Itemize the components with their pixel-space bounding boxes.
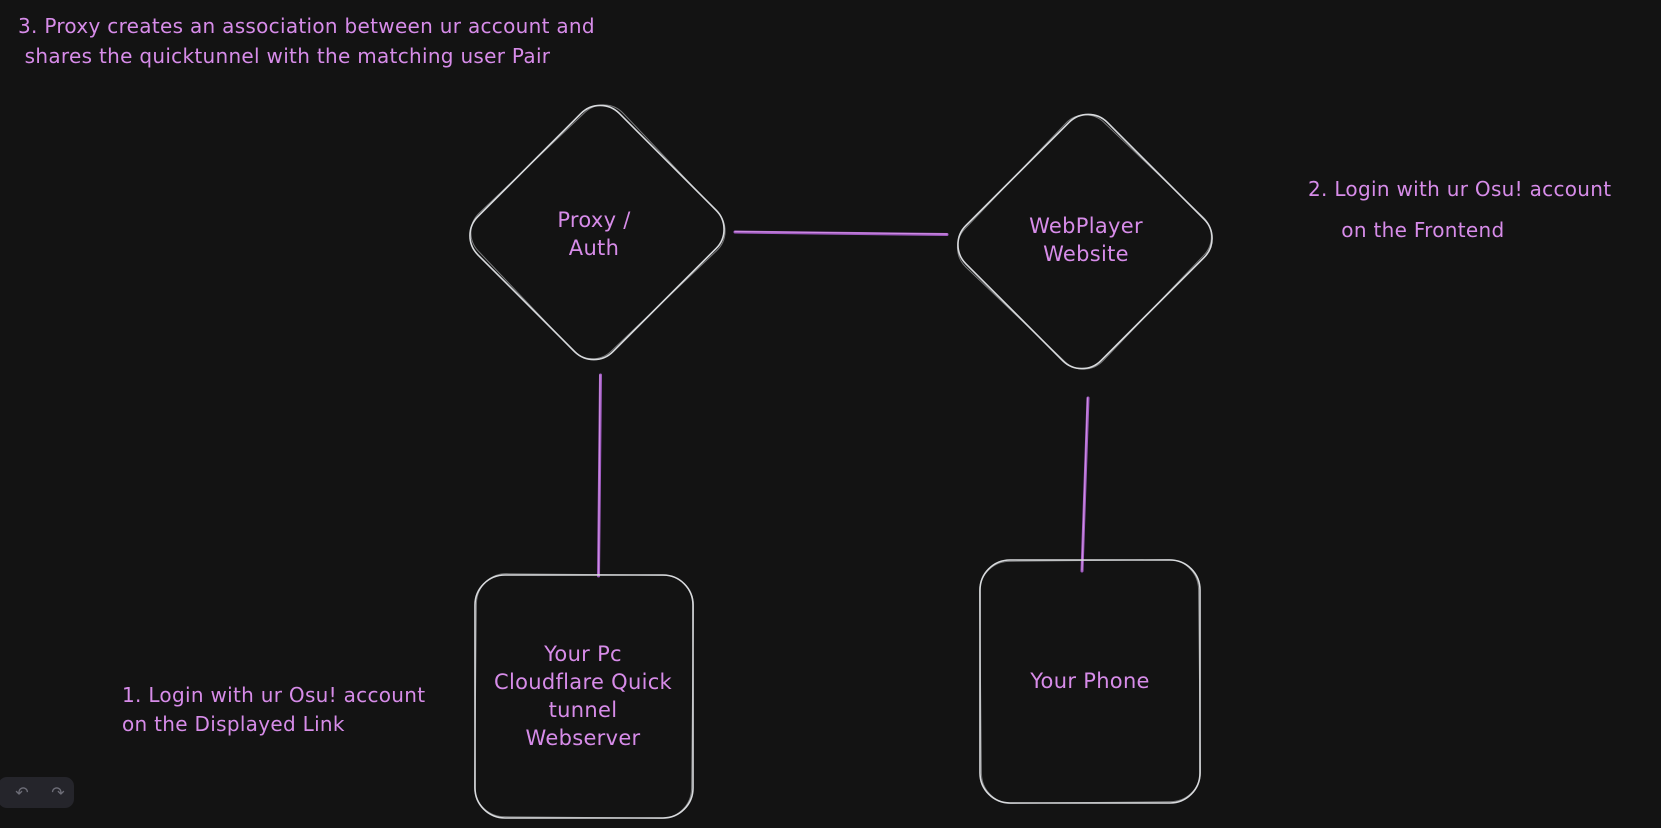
rect-pc-tunnel-shape[interactable] (474, 573, 694, 819)
annotation-step3[interactable]: 3. Proxy creates an association between … (18, 14, 595, 68)
edge-proxy-pc[interactable] (597, 373, 602, 578)
undo-button[interactable]: ↶ (11, 782, 33, 804)
annotation-step2[interactable]: 2. Login with ur Osu! account on the Fro… (1308, 177, 1612, 242)
edge-webplayer-phone[interactable] (1080, 396, 1090, 573)
node-label-pc-tunnel[interactable]: Your Pc Cloudflare Quick tunnel Webserve… (493, 642, 673, 750)
diamond-webplayer-shape[interactable] (946, 103, 1223, 380)
undo-redo-toolbar: ↶ ↷ (0, 777, 74, 808)
node-label-webplayer[interactable]: WebPlayer Website (1029, 214, 1143, 266)
edge-proxy-webplayer[interactable] (733, 230, 949, 236)
rect-phone-shape[interactable] (979, 559, 1201, 804)
annotation-step1[interactable]: 1. Login with ur Osu! account on the Dis… (122, 683, 426, 736)
node-label-proxy-auth[interactable]: Proxy / Auth (557, 208, 631, 260)
node-label-phone[interactable]: Your Phone (1030, 669, 1150, 693)
redo-button[interactable]: ↷ (47, 782, 69, 804)
undo-icon: ↶ (15, 782, 29, 802)
redo-icon: ↷ (51, 782, 65, 802)
diamond-proxy-auth-shape[interactable] (459, 94, 737, 371)
